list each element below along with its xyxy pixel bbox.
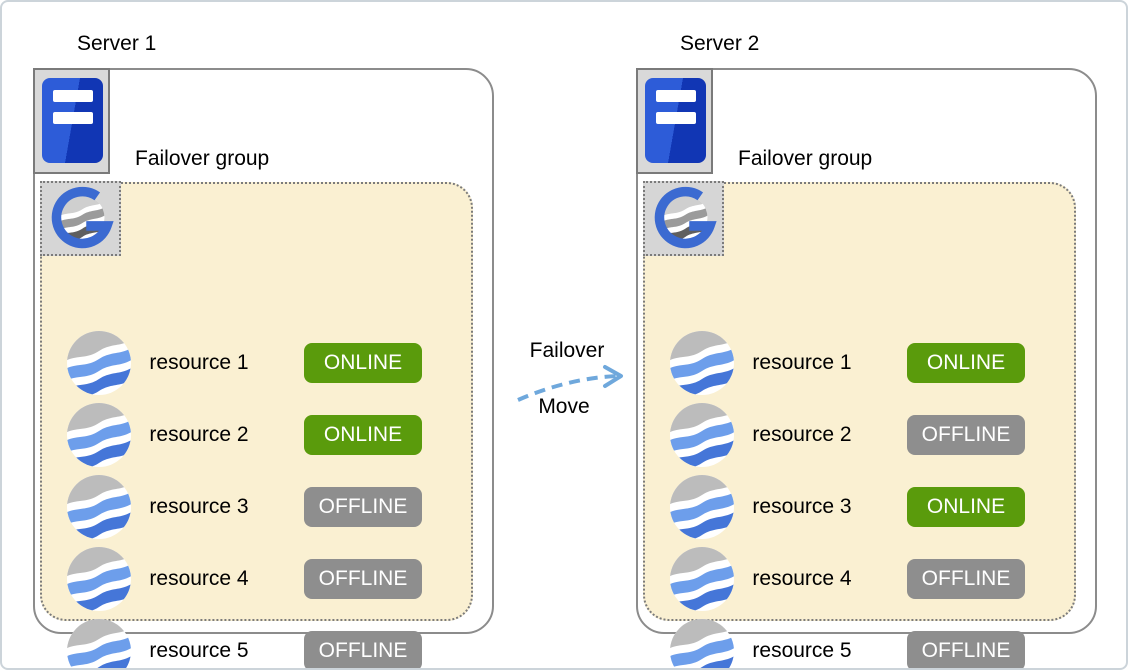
resource-label: resource 2: [752, 423, 852, 446]
server-icon: [636, 68, 713, 174]
status-badge: OFFLINE: [907, 559, 1025, 599]
resource-label: resource 3: [752, 495, 852, 518]
server1-title: Server 1: [77, 32, 157, 55]
globe-waves-icon: [67, 475, 131, 539]
server2-title: Server 2: [680, 32, 760, 55]
server2-box: Server 2 Failover group resource 1 ONLIN…: [636, 32, 1097, 668]
resource-label: resource 5: [149, 639, 249, 662]
status-badge: ONLINE: [304, 343, 422, 383]
failover-group-label: Failover group: [738, 147, 873, 170]
server-tower-icon: [645, 78, 706, 163]
status-badge: OFFLINE: [304, 559, 422, 599]
failover-group-icon: [643, 181, 724, 256]
globe-g-icon: [51, 186, 114, 249]
failover-label: Failover: [529, 339, 605, 362]
resource-label: resource 2: [149, 423, 249, 446]
resource-label: resource 1: [752, 351, 852, 374]
server1-box: Server 1 Failover group resource 1 ONLIN…: [33, 32, 494, 668]
resource-label: resource 1: [149, 351, 249, 374]
globe-waves-icon: [670, 475, 734, 539]
status-badge: OFFLINE: [907, 631, 1025, 668]
globe-waves-icon: [67, 403, 131, 467]
resource-label: resource 4: [149, 567, 249, 590]
status-badge: OFFLINE: [304, 487, 422, 527]
move-label: Move: [538, 395, 590, 418]
globe-waves-icon: [670, 331, 734, 395]
failover-group-icon: [40, 181, 121, 256]
globe-waves-icon: [67, 331, 131, 395]
resource-label: resource 5: [752, 639, 852, 662]
server-icon: [33, 68, 110, 174]
failover-group-label: Failover group: [135, 147, 270, 170]
globe-waves-icon: [67, 619, 131, 670]
globe-g-icon: [654, 186, 717, 249]
server-tower-icon: [42, 78, 103, 163]
resource-label: resource 3: [149, 495, 249, 518]
status-badge: ONLINE: [907, 343, 1025, 383]
status-badge: OFFLINE: [907, 415, 1025, 455]
dashed-curved-arrow-icon: [517, 365, 623, 402]
status-badge: ONLINE: [907, 487, 1025, 527]
resource-label: resource 4: [752, 567, 852, 590]
globe-waves-icon: [67, 547, 131, 611]
globe-waves-icon: [670, 619, 734, 670]
status-badge: ONLINE: [304, 415, 422, 455]
globe-waves-icon: [670, 403, 734, 467]
status-badge: OFFLINE: [304, 631, 422, 668]
globe-waves-icon: [670, 547, 734, 611]
